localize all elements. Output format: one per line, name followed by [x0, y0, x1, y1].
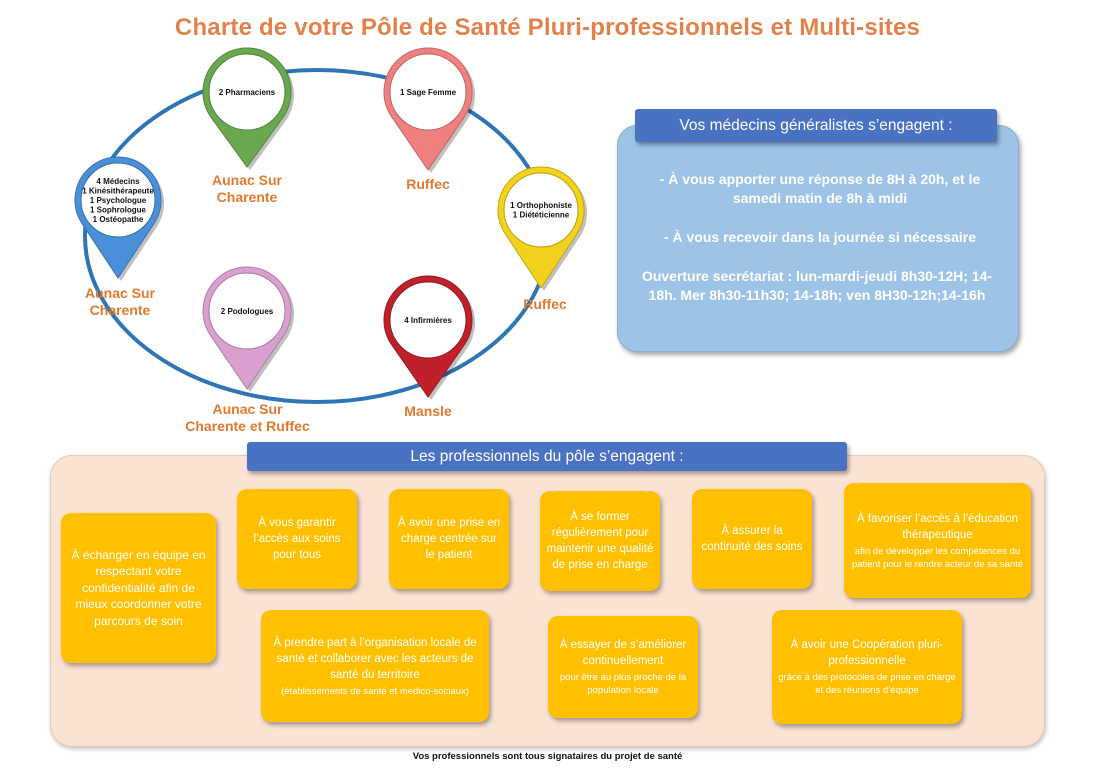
pin-face	[503, 172, 579, 248]
pin-face	[389, 281, 467, 359]
card-echanger-equipe: À échanger en équipe en respectant votre…	[61, 513, 216, 663]
secretariat-hours: Ouverture secrétariat : lun-mardi-jeudi …	[641, 268, 993, 303]
pin-face	[389, 53, 467, 131]
footer-note: Vos professionnels sont tous signataires…	[412, 751, 683, 762]
pin-infirmieres: 4 Infirmières	[383, 275, 475, 400]
card-education-therapeutique: À favoriser l’accès à l’éducation thérap…	[844, 483, 1031, 598]
pin-label: 1 Psychologue	[90, 196, 147, 205]
location-orthophoniste: Ruffec	[523, 296, 567, 312]
pin-label: 1 Sophrologue	[90, 205, 147, 214]
pin-label: 4 Infirmières	[404, 316, 452, 325]
card-prise-en-charge: À avoir une prise en charge centrée sur …	[389, 489, 509, 589]
network-ring	[83, 68, 551, 404]
location-infirmieres: Mansle	[404, 403, 452, 419]
page-title: Charte de votre Pôle de Santé Pluri-prof…	[174, 14, 921, 41]
medecins-panel	[617, 125, 1019, 352]
card-se-former: À se former régulièrement pour maintenir…	[540, 491, 660, 591]
pin-label: 4 Médecins	[96, 177, 140, 186]
medecins-title: Vos médecins généralistes s’engagent :	[635, 109, 997, 142]
location-sage-femme: Ruffec	[406, 176, 450, 192]
card-organisation-locale: À prendre part à l’organisation locale d…	[261, 610, 489, 722]
card-acces-soins: À vous garantir l’accès aux soins pour t…	[237, 489, 357, 589]
card-continuite: À assurer la continuité des soins	[692, 489, 812, 589]
pin-label: 1 Kinésithérapeute	[82, 186, 154, 195]
professionnels-title: Les professionnels du pôle s’engagent :	[247, 442, 847, 471]
pin-label: 2 Podologues	[221, 307, 274, 316]
pin-face	[208, 53, 286, 131]
pin-pharmaciens: 2 Pharmaciens	[202, 47, 294, 171]
pin-sage-femme: 1 Sage Femme	[383, 47, 475, 173]
pin-face	[208, 272, 286, 350]
pin-label: 1 Orthophoniste	[510, 201, 572, 210]
pin-podologues: 2 Podologues	[202, 266, 294, 392]
pin-label: 1 Diététicienne	[513, 211, 570, 220]
pin-label: 1 Ostéopathe	[93, 215, 144, 224]
pin-label: 1 Sage Femme	[400, 88, 457, 97]
pin-face	[80, 162, 156, 238]
pin-label: 2 Pharmaciens	[219, 88, 276, 97]
card-ameliorer: À essayer de s’améliorer continuellement…	[548, 616, 698, 718]
medecins-engagement-sameday: - À vous recevoir dans la journée si néc…	[663, 229, 977, 245]
medecins-engagement-hours: - À vous apporter une réponse de 8H à 20…	[659, 171, 981, 206]
card-cooperation: À avoir une Coopération pluri-profession…	[772, 610, 962, 724]
